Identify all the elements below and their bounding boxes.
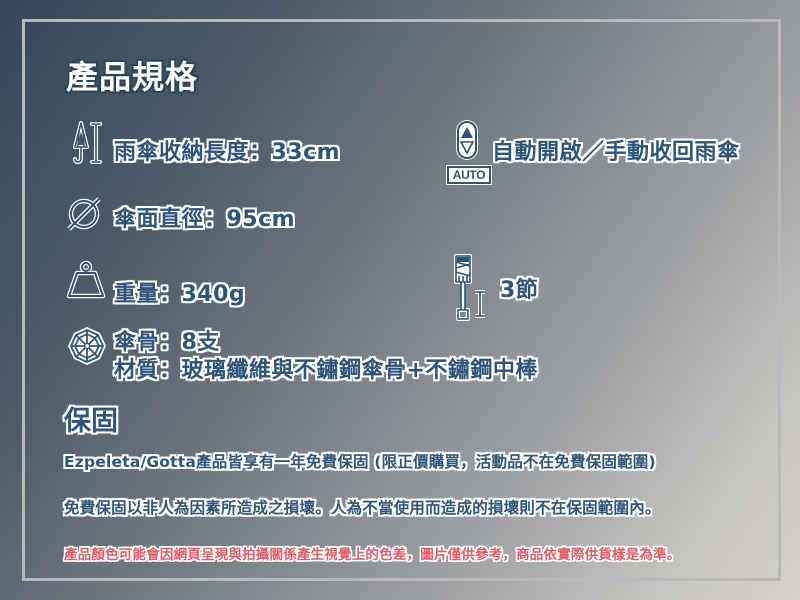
color-disclaimer: 產品顏色可能會因網頁呈現與拍攝關係產生視覺上的色差，圖片僅供參考，商品依實際供貨… xyxy=(64,547,681,563)
page-title: 產品規格 xyxy=(66,58,199,96)
weight-icon xyxy=(66,260,106,300)
content-frame xyxy=(22,19,781,581)
folded-umbrella-length-icon xyxy=(72,121,104,165)
spec-canopy-diameter: 傘面直徑：95cm xyxy=(114,207,296,232)
spec-ribs: 傘骨：8支 xyxy=(114,330,220,355)
warranty-line-2: 免費保固以非人為因素所造成之損壞。人為不當使用而造成的損壞則不在保固範圍內。 xyxy=(64,499,661,517)
auto-badge-label: AUTO xyxy=(452,168,486,182)
auto-open-close-icon: AUTO xyxy=(446,118,494,188)
umbrella-ribs-icon xyxy=(66,325,108,367)
warranty-line-1: Ezpeleta/Gotta產品皆享有一年免費保固 (限正價購買，活動品不在免費… xyxy=(64,453,656,471)
spec-weight: 重量：340g xyxy=(114,282,246,307)
warranty-heading: 保固 xyxy=(64,406,118,437)
spec-auto-open: 自動開啟／手動收回雨傘 xyxy=(492,140,740,165)
telescopic-sections-icon xyxy=(452,252,492,322)
spec-folded-length: 雨傘收納長度：33cm xyxy=(114,140,341,165)
spec-material: 材質：玻璃纖維與不鏽鋼傘骨+不鏽鋼中棒 xyxy=(114,358,538,383)
diameter-icon xyxy=(66,196,102,232)
spec-sections: 3節 xyxy=(500,278,539,303)
